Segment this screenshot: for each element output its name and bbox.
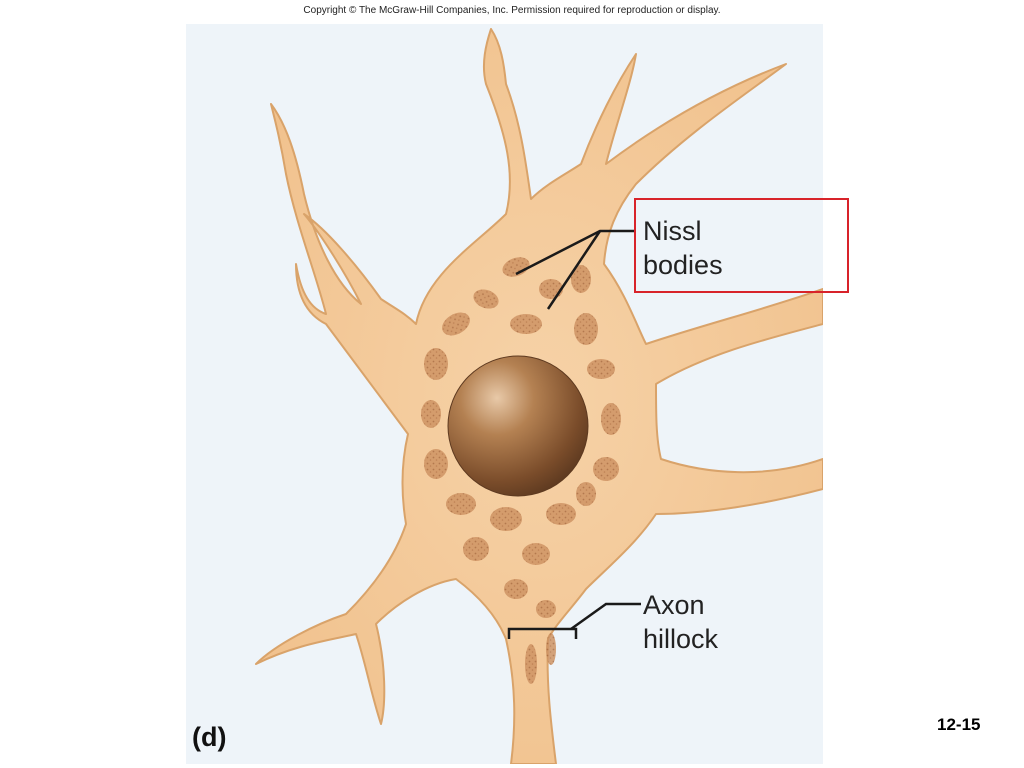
neuron-diagram: [255, 28, 823, 764]
nissl-body: [424, 449, 448, 479]
axon-hillock-label: Axon hillock: [643, 588, 718, 656]
nissl-body: [574, 313, 598, 345]
copyright-notice: Copyright © The McGraw-Hill Companies, I…: [303, 5, 721, 16]
nissl-body: [546, 633, 556, 665]
axon-leader-line: [570, 602, 641, 631]
nissl-body: [539, 279, 563, 299]
nissl-body: [587, 359, 615, 379]
nissl-body: [571, 265, 591, 293]
nissl-label-line2: bodies: [643, 250, 723, 280]
axon-label-line2: hillock: [643, 624, 719, 654]
nissl-body: [576, 482, 596, 506]
nissl-body: [601, 403, 621, 435]
axon-label-line1: Axon: [643, 590, 705, 620]
nissl-body: [522, 543, 550, 565]
axon-hillock-bracket: [507, 627, 578, 639]
nissl-body: [546, 503, 576, 525]
nissl-body: [510, 314, 542, 334]
nissl-bodies-label: Nissl bodies: [643, 214, 723, 282]
nissl-bodies: [421, 257, 621, 684]
nissl-body: [525, 644, 537, 684]
highlight-box: [634, 198, 849, 293]
nissl-body: [490, 507, 522, 531]
nissl-leader-line-2: [546, 230, 602, 310]
nucleus: [447, 355, 589, 497]
nissl-body: [473, 289, 499, 309]
nissl-body: [504, 579, 528, 599]
neuron-illustration: [186, 24, 823, 764]
nissl-body: [593, 457, 619, 481]
nissl-body: [446, 493, 476, 515]
leader-lines: [507, 229, 641, 639]
nissl-body: [424, 348, 448, 380]
nissl-body: [442, 312, 470, 336]
nissl-body: [463, 537, 489, 561]
nissl-body: [421, 400, 441, 428]
nissl-label-line1: Nissl: [643, 216, 702, 246]
nissl-body: [536, 600, 556, 618]
panel-letter: (d): [192, 722, 227, 752]
slide-number: 12-15: [937, 715, 981, 734]
